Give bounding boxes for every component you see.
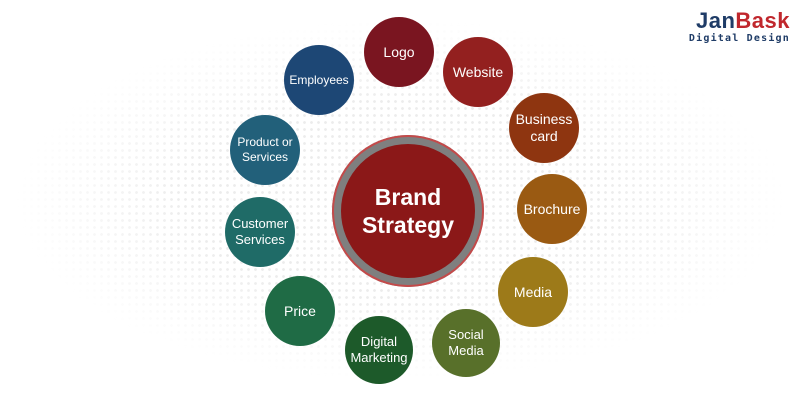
node-customer-services: Customer Services bbox=[225, 197, 295, 267]
node-media: Media bbox=[498, 257, 568, 327]
node-digital-marketing: Digital Marketing bbox=[345, 316, 413, 384]
node-label: Media bbox=[513, 283, 553, 300]
node-label: Business card bbox=[515, 111, 573, 144]
center-line-2: Strategy bbox=[361, 212, 455, 238]
node-product-or-services: Product or Services bbox=[230, 115, 300, 185]
node-label: Website bbox=[452, 63, 504, 80]
node-business-card: Business card bbox=[509, 93, 579, 163]
center-brand-strategy: Brand Strategy bbox=[341, 144, 475, 278]
node-label: Logo bbox=[383, 43, 415, 60]
node-label: Employees bbox=[289, 72, 349, 87]
node-label: Price bbox=[284, 302, 316, 319]
node-logo: Logo bbox=[364, 17, 434, 87]
node-social-media: Social Media bbox=[432, 309, 500, 377]
janbask-logo: JanBask Digital Design bbox=[688, 10, 790, 45]
node-label: Product or Services bbox=[237, 135, 293, 164]
logo-part-jan: Jan bbox=[695, 8, 736, 33]
node-label: Digital Marketing bbox=[350, 334, 408, 365]
node-price: Price bbox=[265, 276, 335, 346]
center-line-1: Brand bbox=[374, 184, 442, 210]
node-brochure: Brochure bbox=[517, 174, 587, 244]
node-employees: Employees bbox=[284, 45, 354, 115]
logo-subtitle: Digital Design bbox=[688, 33, 790, 44]
node-label: Brochure bbox=[523, 200, 581, 217]
node-label: Customer Services bbox=[231, 216, 289, 247]
logo-wordmark: JanBask bbox=[688, 10, 790, 32]
node-label: Social Media bbox=[448, 327, 484, 358]
logo-part-bask: Bask bbox=[735, 8, 790, 33]
node-website: Website bbox=[443, 37, 513, 107]
